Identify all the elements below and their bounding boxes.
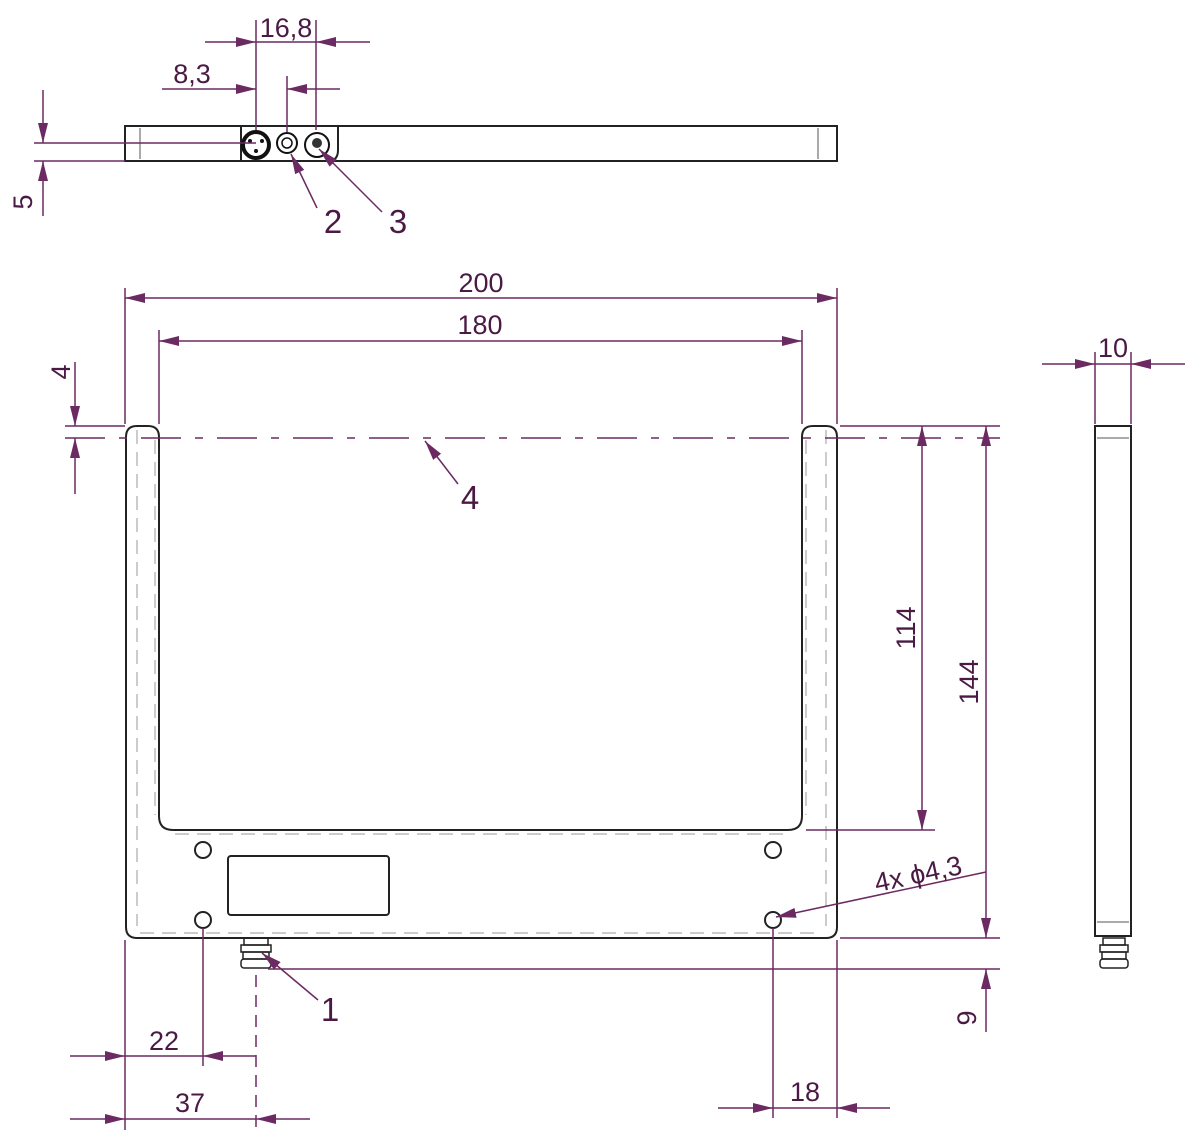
label-area (227, 855, 390, 916)
side-view: 10 (1042, 333, 1185, 969)
side-connector (1099, 937, 1129, 969)
dim-18: 18 (790, 1077, 820, 1107)
front-view: 4 1 200 180 4 114 144 9 4x ϕ4, (46, 268, 1000, 1130)
dim-5: 5 (8, 194, 38, 209)
dim-200: 200 (458, 268, 503, 298)
fork-body (125, 425, 838, 939)
side-view-body (1094, 425, 1132, 937)
dim-144: 144 (954, 659, 984, 704)
callout-2: 2 (324, 203, 342, 240)
mount-hole (194, 911, 212, 929)
callout-1: 1 (321, 991, 339, 1028)
dim-16-8: 16,8 (260, 13, 313, 43)
dim-8-3: 8,3 (173, 59, 211, 89)
dim-114: 114 (891, 606, 921, 649)
dim-180: 180 (457, 310, 502, 340)
dim-4: 4 (46, 364, 76, 379)
dim-9: 9 (952, 1010, 982, 1025)
mount-hole (194, 841, 212, 859)
connector-1 (240, 937, 272, 969)
dim-10: 10 (1098, 333, 1128, 363)
callout-3: 3 (389, 203, 407, 240)
callout-4: 4 (461, 479, 479, 516)
dim-37: 37 (175, 1088, 205, 1118)
dim-hole-diameter: 4x ϕ4,3 (872, 850, 965, 898)
top-view: 16,8 8,3 5 2 3 (8, 13, 838, 240)
mount-hole (764, 911, 782, 929)
mount-hole (764, 841, 782, 859)
led-2 (276, 132, 298, 154)
dim-22: 22 (149, 1026, 179, 1056)
connector-1-top (241, 130, 271, 160)
adjuster-3 (304, 132, 330, 158)
